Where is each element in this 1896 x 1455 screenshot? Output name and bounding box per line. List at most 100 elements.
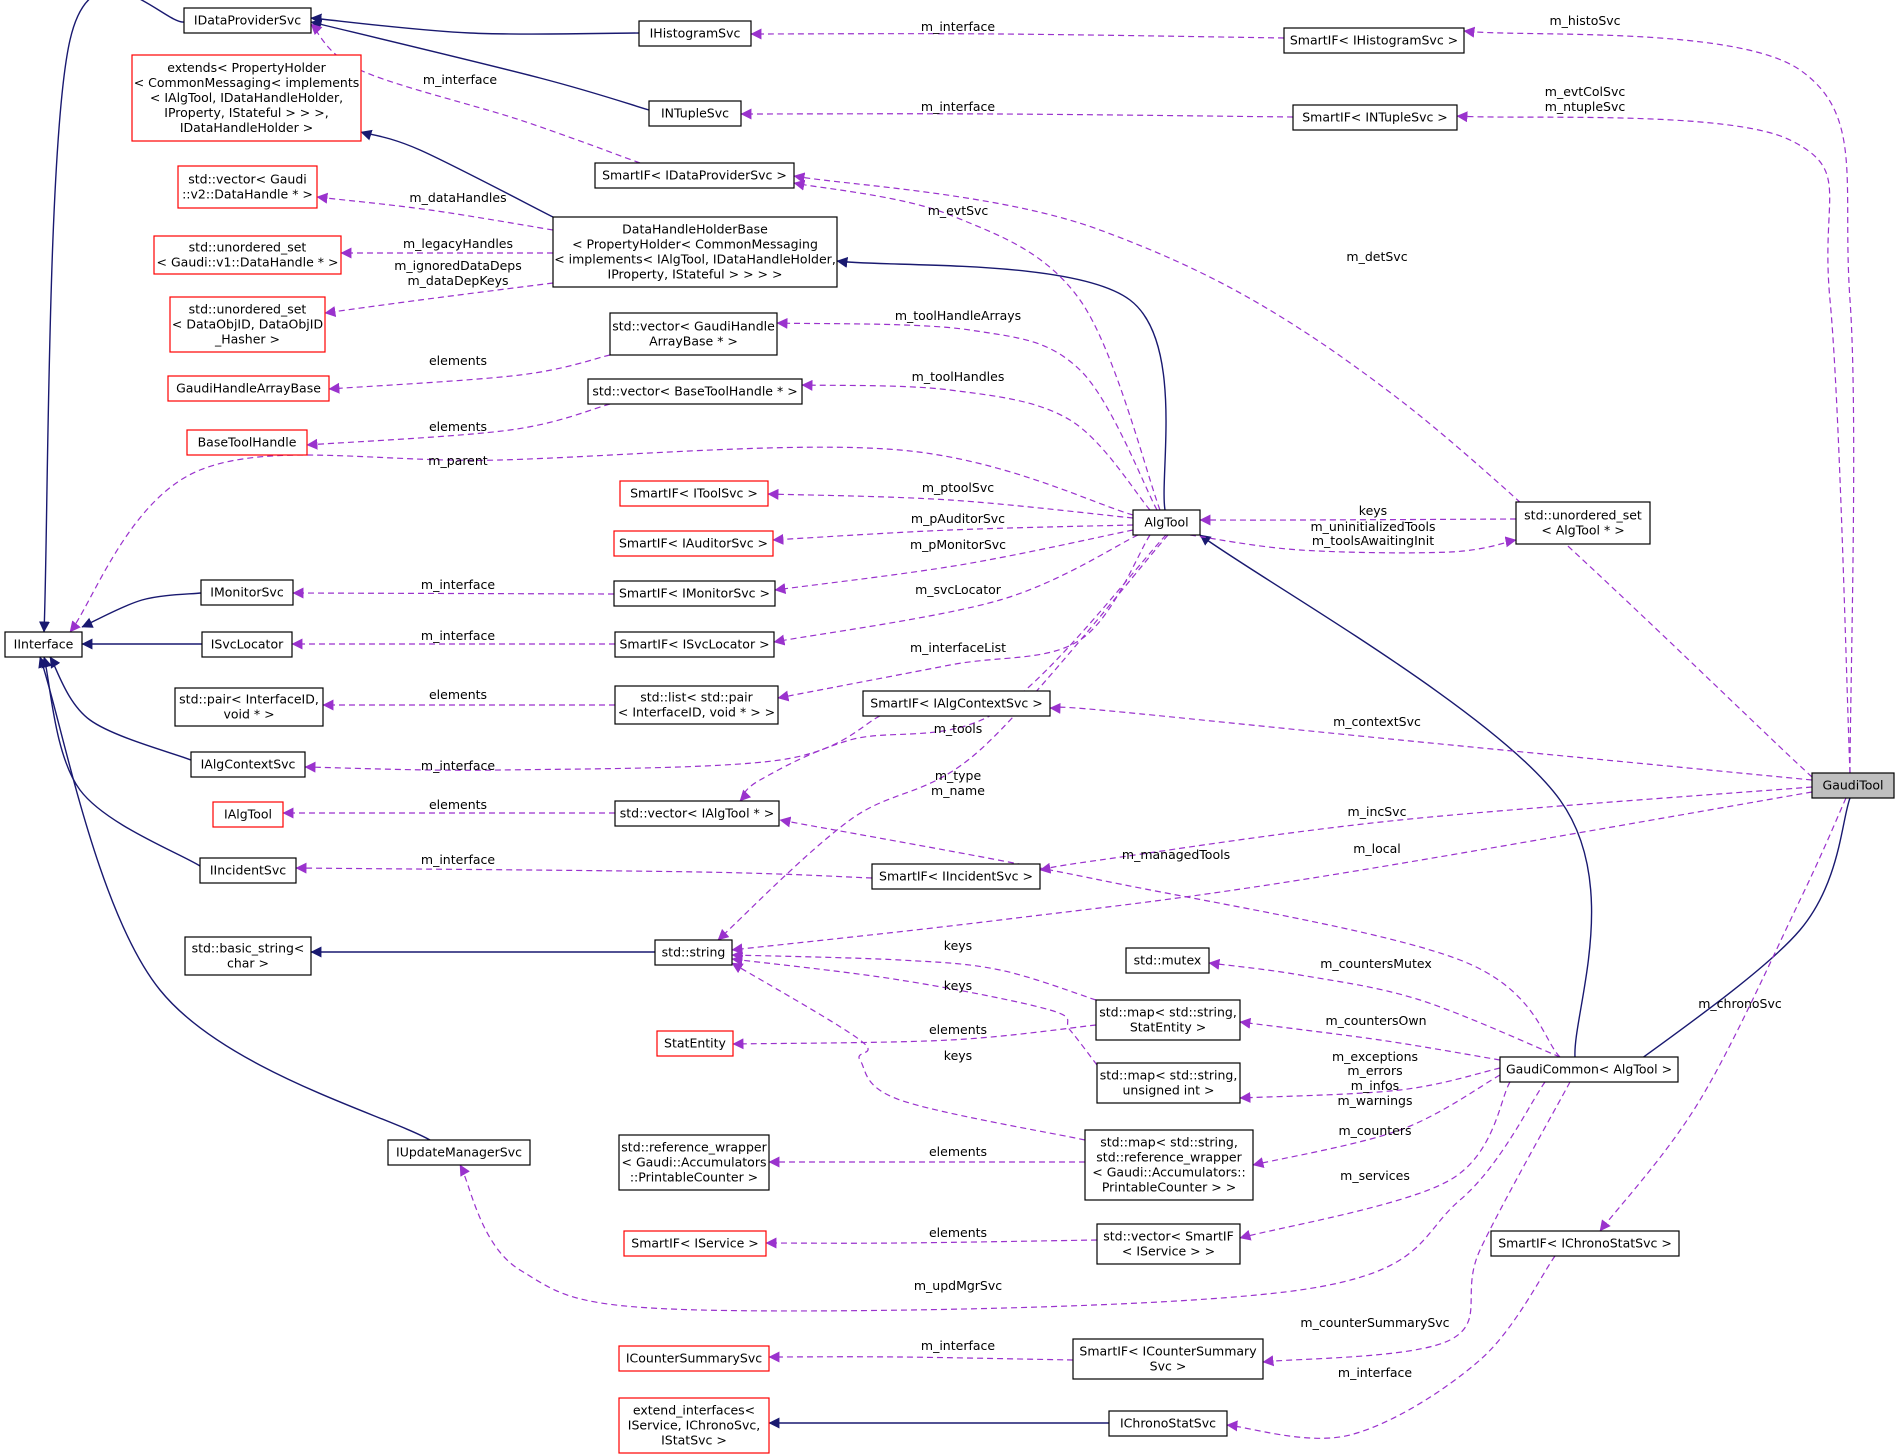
class-node-label: std::unordered_set	[189, 240, 307, 255]
class-node-statentity[interactable]: StatEntity	[656, 1030, 734, 1057]
class-node-smartif-iservice[interactable]: SmartIF< IService >	[623, 1230, 767, 1257]
class-node-isvclocator[interactable]: ISvcLocator	[201, 631, 293, 658]
class-node-box	[656, 1030, 734, 1057]
class-node-iinterface[interactable]: IInterface	[4, 631, 83, 658]
inheritance-arrow	[1609, 797, 1851, 1083]
class-node-ihistogramsvc[interactable]: IHistogramSvc	[638, 20, 752, 47]
edge-gaudicommon-algtool-to-vector-smartif-iservice: m_services	[1239, 1081, 1511, 1241]
class-node-ialgtool[interactable]: IAlgTool	[212, 801, 284, 828]
class-node-box	[167, 375, 330, 402]
inheritance-arrow	[836, 256, 1167, 511]
class-node-extends-propertyholder[interactable]: extends< PropertyHolder< CommonMessaging…	[131, 54, 362, 142]
edge-label: m_exceptions	[1332, 1049, 1418, 1064]
class-node-gaudicommon-algtool[interactable]: GaudiCommon< AlgTool >	[1499, 1056, 1679, 1083]
class-node-box	[169, 296, 326, 353]
class-node-smartif-itoolsvc[interactable]: SmartIF< IToolSvc >	[619, 480, 769, 507]
class-node-smartif-imonitorsvc[interactable]: SmartIF< IMonitorSvc >	[613, 580, 776, 607]
edge-datahandleholderbase-to-vector-datahandle: m_dataHandles	[316, 190, 554, 231]
usage-arrow	[740, 108, 1294, 120]
edge-label: m_countersOwn	[1325, 1013, 1426, 1028]
class-node-label: Svc >	[1150, 1359, 1187, 1374]
class-node-gauditool[interactable]: GaudiTool	[1811, 772, 1895, 799]
class-node-box	[613, 580, 776, 607]
class-node-label: _Hasher >	[214, 332, 280, 347]
class-node-label: extends< PropertyHolder	[167, 60, 326, 75]
class-node-iincidentsvc[interactable]: IIncidentSvc	[199, 857, 297, 884]
class-node-idataprovidersvc[interactable]: IDataProviderSvc	[183, 7, 312, 34]
class-node-label: SmartIF< IIncidentSvc >	[879, 869, 1033, 884]
class-node-vector-datahandle[interactable]: std::vector< Gaudi::v2::DataHandle * >	[177, 165, 318, 209]
class-node-smartif-ichronostatsvc[interactable]: SmartIF< IChronoStatSvc >	[1490, 1230, 1680, 1257]
class-node-list-pair[interactable]: std::list< std::pair< InterfaceID, void …	[614, 685, 779, 725]
class-node-intuplesvc[interactable]: INTupleSvc	[648, 100, 742, 127]
class-node-box	[1499, 1056, 1679, 1083]
nodes-layer: IDataProviderSvc IHistogramSvc SmartIF< IH…	[4, 7, 1895, 1454]
class-node-label: < IService > >	[1122, 1244, 1215, 1259]
class-node-map-statentity[interactable]: std::map< std::string, StatEntity >	[1095, 999, 1241, 1041]
class-node-box	[201, 631, 293, 658]
class-node-smartif-isvclocator[interactable]: SmartIF< ISvcLocator >	[614, 631, 775, 658]
class-node-gaudihandlearraybase[interactable]: GaudiHandleArrayBase	[167, 375, 330, 402]
class-node-pair-interfaceid[interactable]: std::pair< InterfaceID, void * >	[174, 687, 324, 727]
class-node-label: StatEntity	[664, 1036, 726, 1051]
usage-arrow	[1599, 797, 1847, 1232]
class-node-reference-wrapper[interactable]: std::reference_wrapper< Gaudi::Accumulat…	[618, 1134, 770, 1191]
class-node-label: < PropertyHolder< CommonMessaging	[572, 237, 818, 252]
usage-arrow	[1239, 1067, 1501, 1103]
class-node-basic-string[interactable]: std::basic_string< char >	[184, 936, 312, 976]
class-node-icountersummarysvc[interactable]: ICounterSummarySvc	[618, 1345, 770, 1372]
class-node-smartif-iauditorsvc[interactable]: SmartIF< IAuditorSvc >	[613, 530, 774, 557]
class-node-imonitorsvc[interactable]: IMonitorSvc	[200, 579, 294, 606]
edge-ialgcontextsvc-to-iinterface	[49, 656, 192, 761]
class-node-smartif-icountersummarysvc[interactable]: SmartIF< ICounterSummarySvc >	[1072, 1338, 1264, 1380]
class-node-ialgcontextsvc[interactable]: IAlgContextSvc	[190, 751, 306, 778]
edge-algtool-to-smartif-isvclocator: m_svcLocator	[773, 534, 1139, 646]
class-node-vector-basetoolhandle[interactable]: std::vector< BaseToolHandle * >	[587, 378, 803, 405]
usage-arrow	[779, 816, 1561, 1058]
class-node-std-mutex[interactable]: std::mutex	[1125, 947, 1210, 974]
class-node-vector-ialgtool[interactable]: std::vector< IAlgTool * >	[614, 800, 780, 827]
edge-label: m_interface	[421, 577, 495, 592]
class-node-smartif-ialgcontextsvc[interactable]: SmartIF< IAlgContextSvc >	[862, 690, 1051, 717]
class-node-unordered-set-algtool[interactable]: std::unordered_set< AlgTool * >	[1515, 501, 1651, 545]
class-node-smartif-idataprovidersvc[interactable]: SmartIF< IDataProviderSvc >	[594, 162, 795, 189]
class-node-vector-smartif-iservice[interactable]: std::vector< SmartIF< IService > >	[1096, 1223, 1241, 1265]
class-node-box	[587, 378, 803, 405]
class-node-ichronostatsvc[interactable]: IChronoStatSvc	[1108, 1410, 1228, 1437]
edge-label: m_interface	[921, 1338, 995, 1353]
class-node-label: std::map< std::string,	[1099, 1005, 1237, 1020]
class-node-unordered-set-datahandle[interactable]: std::unordered_set< Gaudi::v1::DataHandl…	[153, 235, 342, 275]
edge-gauditool-to-smartif-ialgcontextsvc: m_contextSvc	[1049, 702, 1813, 781]
class-node-algtool[interactable]: AlgTool	[1132, 509, 1201, 536]
usage-arrow	[328, 354, 611, 394]
usage-arrow	[304, 715, 881, 773]
class-node-extend-interfaces[interactable]: extend_interfaces< IService, IChronoSvc,…	[618, 1397, 770, 1454]
class-node-smartif-intuplesvc[interactable]: SmartIF< INTupleSvc >	[1292, 104, 1458, 131]
class-node-box	[552, 216, 838, 288]
class-node-unordered-set-dataobjid[interactable]: std::unordered_set< DataObjID, DataObjID…	[169, 296, 326, 353]
class-node-label: ::PrintableCounter >	[630, 1170, 758, 1185]
class-node-iupdatemanagersvc[interactable]: IUpdateManagerSvc	[387, 1139, 531, 1166]
edge-label: keys	[1359, 503, 1387, 518]
class-node-box	[184, 936, 312, 976]
class-node-datahandleholderbase[interactable]: DataHandleHolderBase< PropertyHolder< Co…	[552, 216, 838, 288]
class-node-basetoolhandle[interactable]: BaseToolHandle	[186, 429, 308, 456]
inheritance-arrow	[310, 19, 650, 111]
usage-arrow	[767, 488, 1134, 519]
class-node-box	[1108, 1410, 1228, 1437]
usage-arrow	[768, 1351, 1074, 1363]
class-node-smartif-iincidentsvc[interactable]: SmartIF< IIncidentSvc >	[871, 863, 1041, 890]
class-node-vector-gaudihandlearraybase[interactable]: std::vector< GaudiHandleArrayBase * >	[609, 312, 778, 356]
usage-arrow	[772, 524, 1134, 545]
edge-algtool-to-datahandleholderbase	[836, 256, 1167, 511]
class-node-box	[177, 165, 318, 209]
class-node-map-reference-wrapper[interactable]: std::map< std::string, std::reference_wr…	[1084, 1129, 1254, 1201]
class-node-smartif-ihistogramsvc[interactable]: SmartIF< IHistogramSvc >	[1283, 27, 1465, 54]
usage-arrow	[739, 534, 1167, 802]
edge-label: elements	[429, 419, 487, 434]
usage-arrow	[731, 962, 1086, 1141]
class-node-map-unsigned[interactable]: std::map< std::string, unsigned int >	[1096, 1062, 1241, 1104]
class-node-std-string[interactable]: std::string	[654, 939, 733, 966]
usage-arrow	[731, 949, 1097, 1001]
